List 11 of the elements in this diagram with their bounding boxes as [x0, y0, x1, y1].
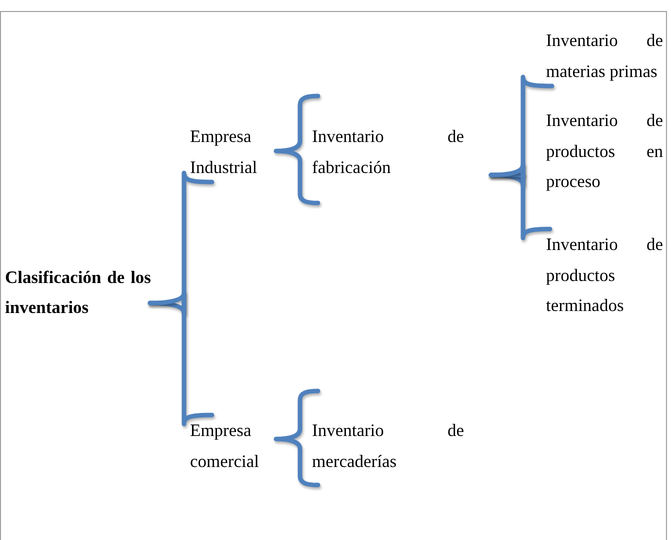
item-label: Inventario de materias primas — [546, 29, 663, 83]
item-label: Inventario de productos en proceso — [546, 109, 663, 193]
subcategory-label: Inventario de fabricación — [312, 125, 464, 178]
root-label: Clasificación de los inventarios — [5, 266, 151, 319]
brace-connector — [148, 170, 214, 316]
brace-connector — [488, 162, 552, 240]
subcategory-label: Inventario de mercaderías — [312, 419, 464, 472]
category-label: Empresa comercial — [190, 419, 260, 472]
brace-connector — [148, 290, 214, 426]
category-label: Empresa Industrial — [190, 125, 258, 178]
item-label: Inventario de productos terminados — [546, 233, 663, 317]
